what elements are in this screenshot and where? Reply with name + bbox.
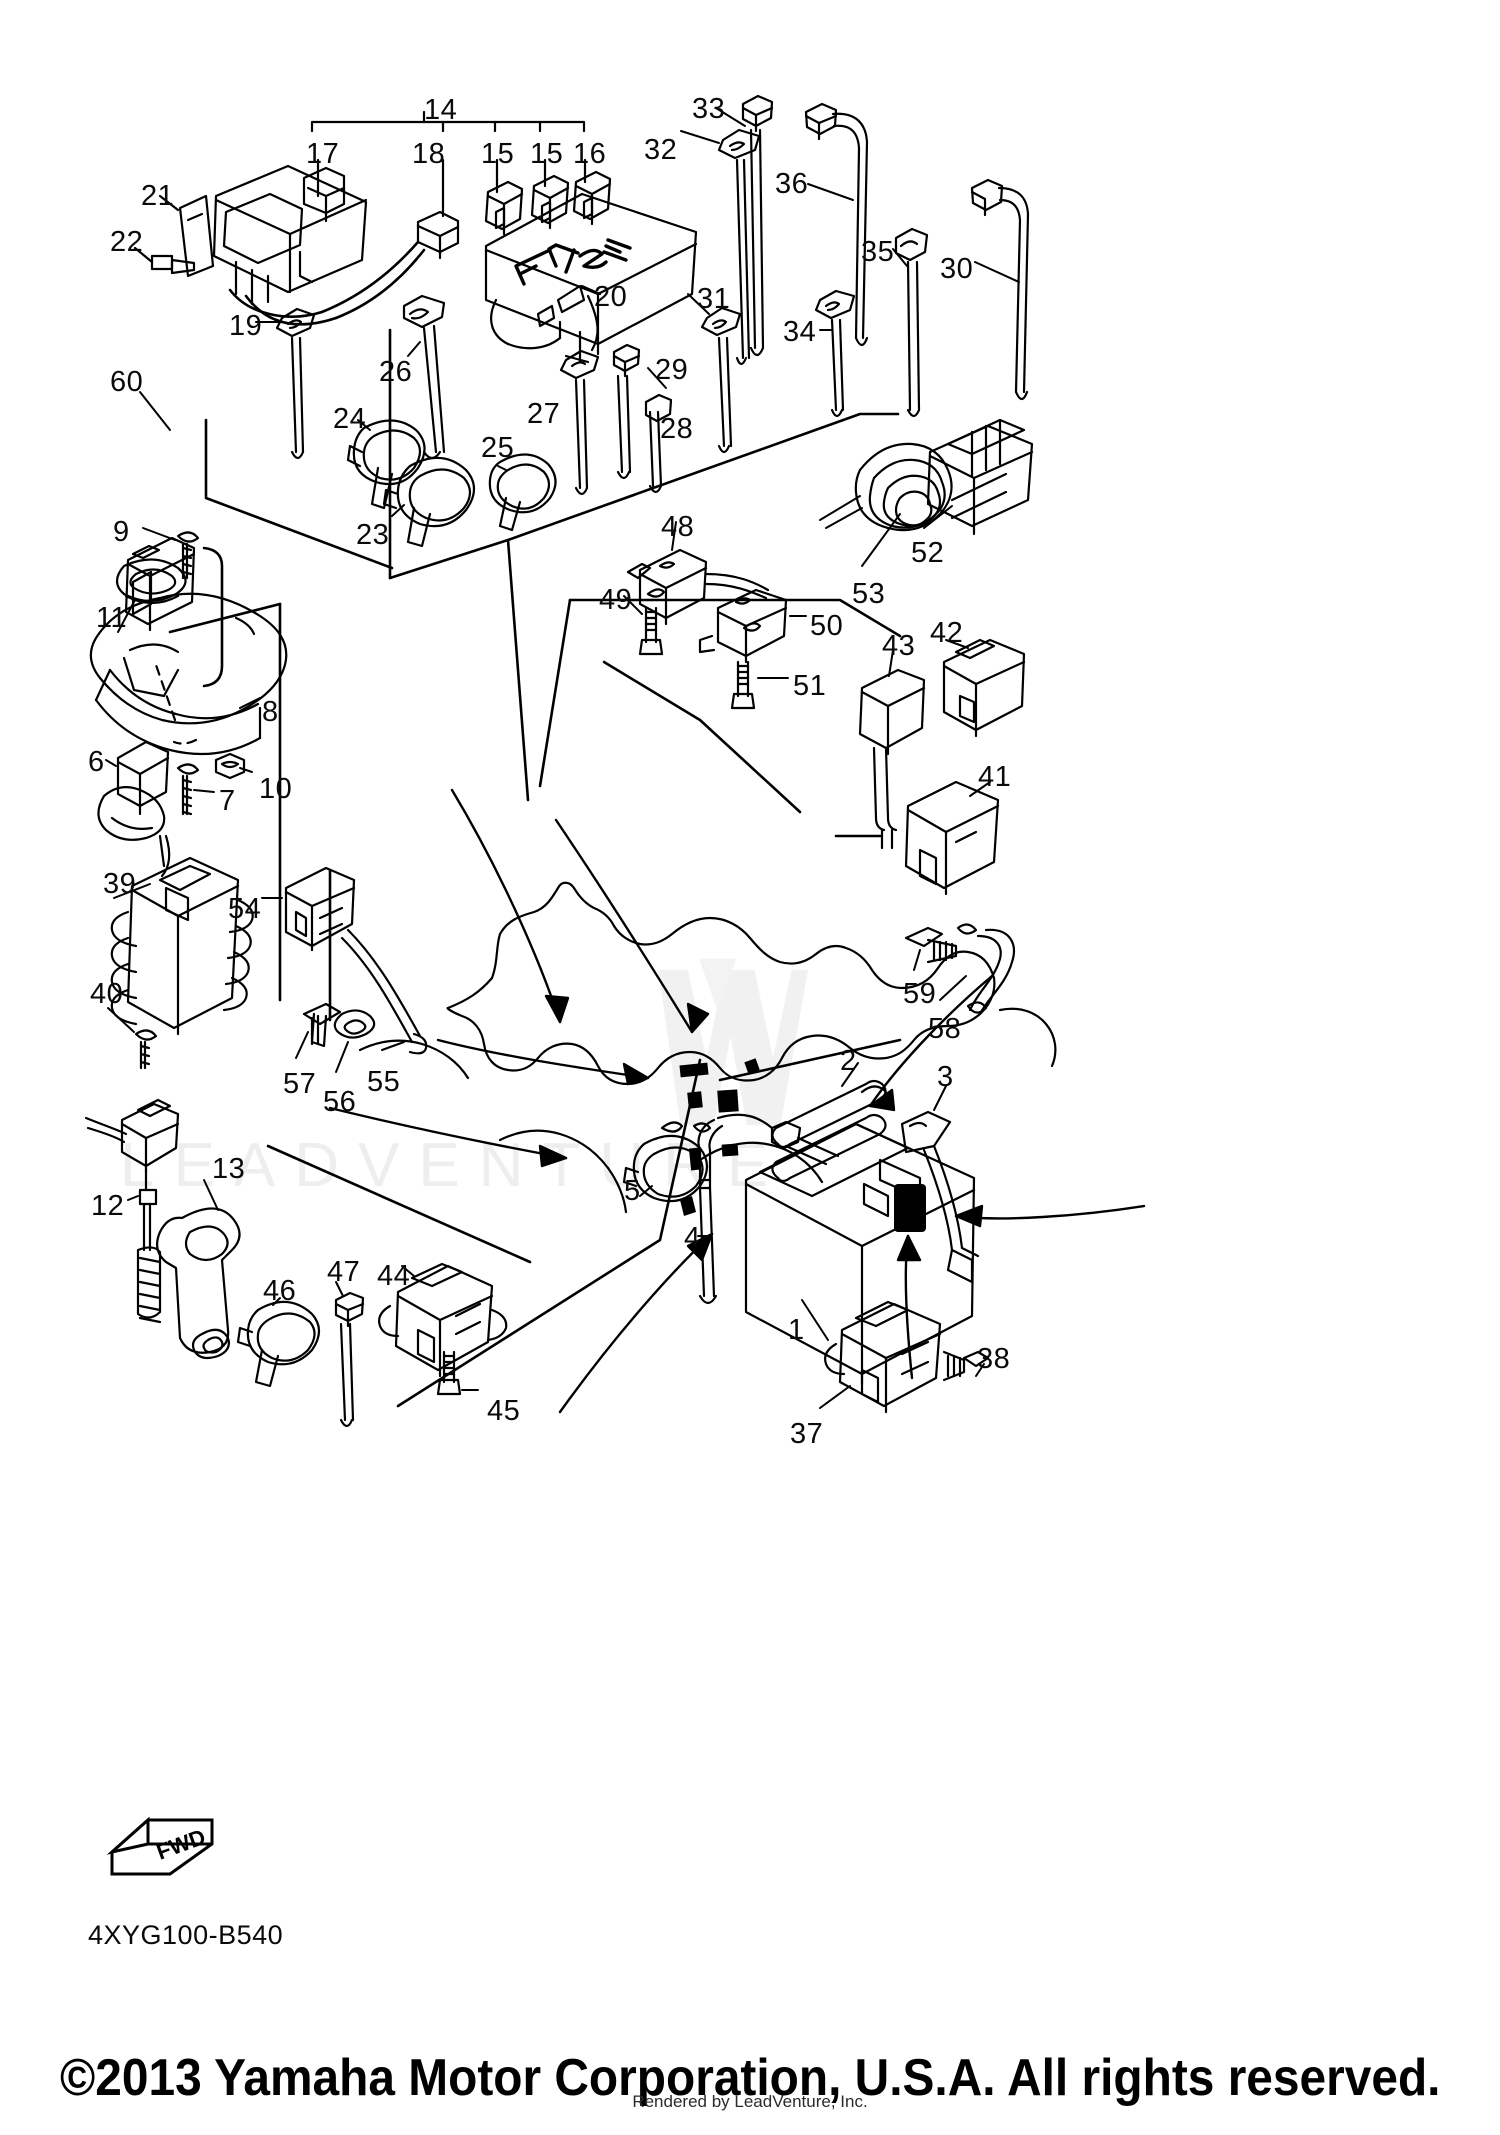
callout-number-26[interactable]: 26 bbox=[379, 356, 413, 388]
callout-number-55[interactable]: 55 bbox=[367, 1066, 401, 1098]
callout-number-48[interactable]: 48 bbox=[661, 511, 695, 543]
callout-number-6[interactable]: 6 bbox=[88, 746, 105, 778]
rendered-by-notice: Rendered by LeadVenture, Inc. bbox=[632, 2092, 868, 2111]
fwd-orientation-badge: FWD bbox=[100, 1800, 220, 1885]
callout-number-50[interactable]: 50 bbox=[810, 610, 844, 642]
callout-number-52[interactable]: 52 bbox=[911, 537, 945, 569]
callout-number-57[interactable]: 57 bbox=[283, 1068, 317, 1100]
callout-number-33[interactable]: 33 bbox=[692, 93, 726, 125]
callout-number-16[interactable]: 16 bbox=[573, 138, 607, 170]
callout-number-43[interactable]: 43 bbox=[882, 630, 916, 662]
callout-number-28[interactable]: 28 bbox=[660, 413, 694, 445]
leadventure-watermark: LEADVENTURE bbox=[120, 1131, 788, 1200]
callout-number-47[interactable]: 47 bbox=[327, 1256, 361, 1288]
callout-number-30[interactable]: 30 bbox=[940, 253, 974, 285]
callout-number-60[interactable]: 60 bbox=[110, 366, 144, 398]
callout-number-15[interactable]: 15 bbox=[481, 138, 515, 170]
callout-number-7[interactable]: 7 bbox=[219, 785, 236, 817]
callout-number-59[interactable]: 59 bbox=[903, 978, 937, 1010]
callout-number-23[interactable]: 23 bbox=[356, 519, 390, 551]
copyright-notice: ©2013 Yamaha Motor Corporation, U.S.A. A… bbox=[60, 2049, 1441, 2107]
callout-number-9[interactable]: 9 bbox=[113, 516, 130, 548]
diagram-code: 4XYG100-B540 bbox=[88, 1920, 284, 1950]
callout-number-10[interactable]: 10 bbox=[259, 773, 293, 805]
callout-number-39[interactable]: 39 bbox=[103, 868, 137, 900]
callout-number-20[interactable]: 20 bbox=[594, 281, 628, 313]
callout-number-3[interactable]: 3 bbox=[937, 1061, 954, 1093]
callout-number-18[interactable]: 18 bbox=[412, 138, 446, 170]
callout-number-36[interactable]: 36 bbox=[775, 168, 809, 200]
callout-number-32[interactable]: 32 bbox=[644, 134, 678, 166]
callout-number-40[interactable]: 40 bbox=[90, 978, 124, 1010]
callout-number-21[interactable]: 21 bbox=[141, 180, 175, 212]
callout-number-27[interactable]: 27 bbox=[527, 398, 561, 430]
callout-number-19[interactable]: 19 bbox=[229, 310, 263, 342]
callout-number-45[interactable]: 45 bbox=[487, 1395, 521, 1427]
callout-number-2[interactable]: 2 bbox=[840, 1045, 857, 1077]
callout-number-4[interactable]: 4 bbox=[684, 1222, 701, 1254]
callout-number-37[interactable]: 37 bbox=[790, 1418, 824, 1450]
callout-number-56[interactable]: 56 bbox=[323, 1086, 357, 1118]
callout-number-15[interactable]: 15 bbox=[530, 138, 564, 170]
callout-number-13[interactable]: 13 bbox=[212, 1153, 246, 1185]
callout-number-54[interactable]: 54 bbox=[228, 893, 262, 925]
callout-number-35[interactable]: 35 bbox=[861, 236, 895, 268]
callout-number-38[interactable]: 38 bbox=[977, 1343, 1011, 1375]
callout-number-17[interactable]: 17 bbox=[306, 138, 340, 170]
callout-number-31[interactable]: 31 bbox=[697, 283, 731, 315]
callout-number-58[interactable]: 58 bbox=[928, 1013, 962, 1045]
callout-number-46[interactable]: 46 bbox=[263, 1275, 297, 1307]
callout-number-22[interactable]: 22 bbox=[110, 226, 144, 258]
callout-number-34[interactable]: 34 bbox=[783, 316, 817, 348]
callout-number-42[interactable]: 42 bbox=[930, 617, 964, 649]
callout-number-14[interactable]: 14 bbox=[424, 94, 458, 126]
callout-number-53[interactable]: 53 bbox=[852, 578, 886, 610]
callout-number-29[interactable]: 29 bbox=[655, 354, 689, 386]
callout-number-51[interactable]: 51 bbox=[793, 670, 827, 702]
callout-number-49[interactable]: 49 bbox=[599, 584, 633, 616]
callout-number-44[interactable]: 44 bbox=[377, 1260, 411, 1292]
callout-number-8[interactable]: 8 bbox=[262, 696, 279, 728]
callout-number-25[interactable]: 25 bbox=[481, 432, 515, 464]
callout-number-11[interactable]: 11 bbox=[96, 602, 128, 634]
callout-number-41[interactable]: 41 bbox=[978, 761, 1012, 793]
callout-number-1[interactable]: 1 bbox=[788, 1314, 805, 1346]
callout-number-5[interactable]: 5 bbox=[624, 1175, 641, 1207]
callout-number-12[interactable]: 12 bbox=[91, 1190, 125, 1222]
callout-number-24[interactable]: 24 bbox=[333, 403, 367, 435]
